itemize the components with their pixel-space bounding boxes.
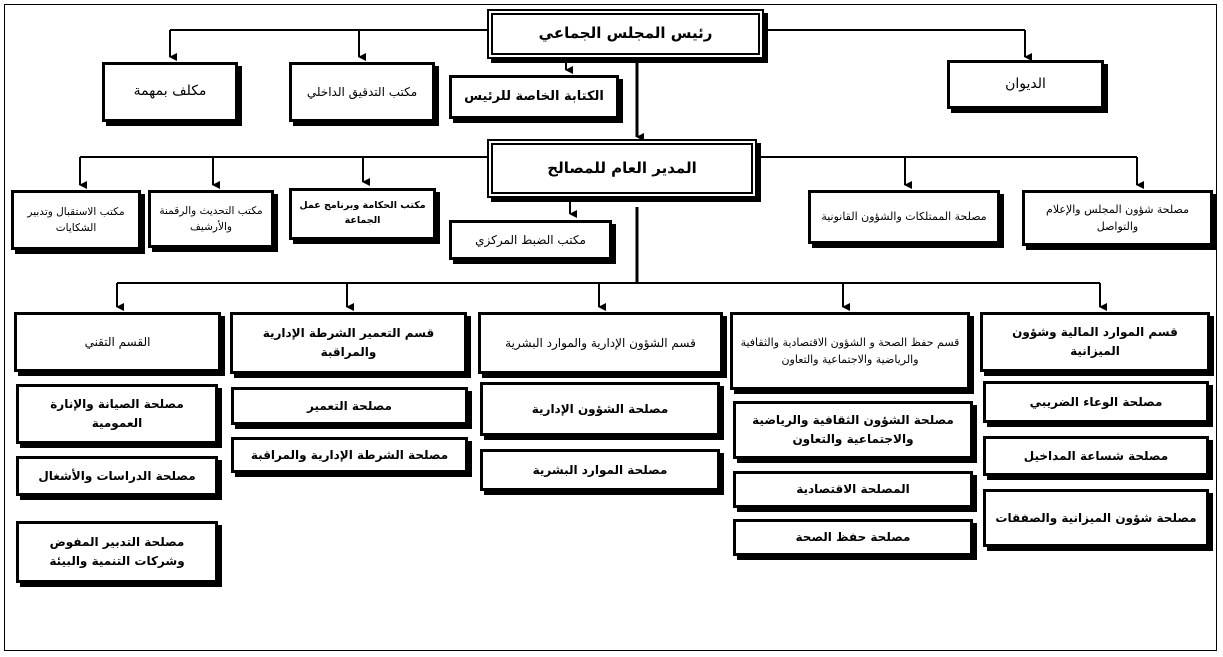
president-label: رئيس المجلس الجماعي [538,24,713,43]
governance-label: مكتب الحكامة وبرنامج عمل الجماعة [299,200,426,226]
division-finance-label: قسم الموارد المالية وشؤون الميزانية [1012,325,1178,358]
reception-label: مكتب الاستقبال وتدبير الشكايات [27,205,125,234]
governance-box: مكتب الحكامة وبرنامج عمل الجماعة [289,188,436,240]
service-label: مصلحة الشؤون الإدارية [531,401,669,416]
service-box: مصلحة الشرطة الإدارية والمراقبة [231,437,468,473]
central-control-label: مكتب الضبط المركزي [475,232,586,247]
division-technical-box: القسم التقني [14,312,221,372]
service-box: مصلحة الدراسات والأشغال [16,456,218,496]
private-secretariat-label: الكتابة الخاصة للرئيس [464,88,604,104]
president-box: رئيس المجلس الجماعي [487,9,764,59]
service-box: مصلحة الشؤون الإدارية [480,382,720,436]
mission-officer-box: مكلف بمهمة [102,62,238,122]
council-affairs-box: مصلحة شؤون المجلس والإعلام والتواصل [1022,190,1213,246]
service-box: مصلحة الوعاء الضريبي [983,381,1209,423]
service-box: مصلحة التدبير المفوض وشركات التنمية والب… [16,521,218,583]
service-box: مصلحة الموارد البشرية [480,449,720,491]
service-box: مصلحة الصيانة والإنارة العمومية [16,384,218,444]
service-box: مصلحة حفظ الصحة [733,519,973,556]
division-finance-box: قسم الموارد المالية وشؤون الميزانية [980,312,1210,372]
diwan-label: الديوان [1005,75,1046,92]
property-legal-box: مصلحة الممتلكات والشؤون القانونية [808,190,1000,244]
internal-audit-label: مكتب التدقيق الداخلي [306,84,418,99]
service-label: مصلحة الصيانة والإنارة العمومية [50,397,184,430]
chart-frame [4,4,1217,651]
service-box: مصلحة شؤون الميزانية والصفقات [983,489,1209,547]
modernization-label: مكتب التحديث والرقمنة والأرشيف [159,204,263,233]
service-box: مصلحة التعمير [231,387,468,425]
director-general-box: المدير العام للمصالح [487,139,757,198]
service-label: مصلحة شساعة المداخيل [1023,448,1169,463]
service-box: مصلحة الشؤون الثقافية والرياضية والاجتما… [733,401,973,459]
division-admin-hr-label: قسم الشؤون الإدارية والموارد البشرية [505,335,696,350]
director-general-label: المدير العام للمصالح [547,158,697,177]
private-secretariat-box: الكتابة الخاصة للرئيس [449,75,619,119]
division-admin-hr-box: قسم الشؤون الإدارية والموارد البشرية [478,312,723,374]
division-health-economic-box: قسم حفظ الصحة و الشؤون الاقتصادية والثقا… [730,312,970,390]
service-label: مصلحة الوعاء الضريبي [1029,394,1163,409]
division-technical-label: القسم التقني [84,334,151,349]
modernization-box: مكتب التحديث والرقمنة والأرشيف [148,190,274,248]
service-label: مصلحة الدراسات والأشغال [38,468,196,483]
service-label: المصلحة الاقتصادية [796,482,910,497]
service-label: مصلحة الشرطة الإدارية والمراقبة [250,447,449,462]
division-urbanism-label: قسم التعمير الشرطة الإدارية والمراقبة [262,326,435,359]
reception-box: مكتب الاستقبال وتدبير الشكايات [11,190,141,250]
diwan-box: الديوان [947,60,1104,109]
division-health-economic-label: قسم حفظ الصحة و الشؤون الاقتصادية والثقا… [740,335,960,366]
service-box: مصلحة شساعة المداخيل [983,436,1209,476]
property-legal-label: مصلحة الممتلكات والشؤون القانونية [821,210,987,224]
service-label: مصلحة التدبير المفوض وشركات التنمية والب… [49,535,185,568]
service-label: مصلحة حفظ الصحة [795,530,911,545]
internal-audit-box: مكتب التدقيق الداخلي [289,62,435,122]
service-box: المصلحة الاقتصادية [733,471,973,508]
service-label: مصلحة الشؤون الثقافية والرياضية والاجتما… [752,413,954,446]
council-affairs-label: مصلحة شؤون المجلس والإعلام والتواصل [1046,202,1189,233]
division-urbanism-box: قسم التعمير الشرطة الإدارية والمراقبة [230,312,467,374]
service-label: مصلحة شؤون الميزانية والصفقات [995,510,1197,525]
service-label: مصلحة الموارد البشرية [532,462,668,477]
service-label: مصلحة التعمير [307,398,392,413]
central-control-box: مكتب الضبط المركزي [449,220,612,260]
mission-officer-label: مكلف بمهمة [133,83,207,100]
